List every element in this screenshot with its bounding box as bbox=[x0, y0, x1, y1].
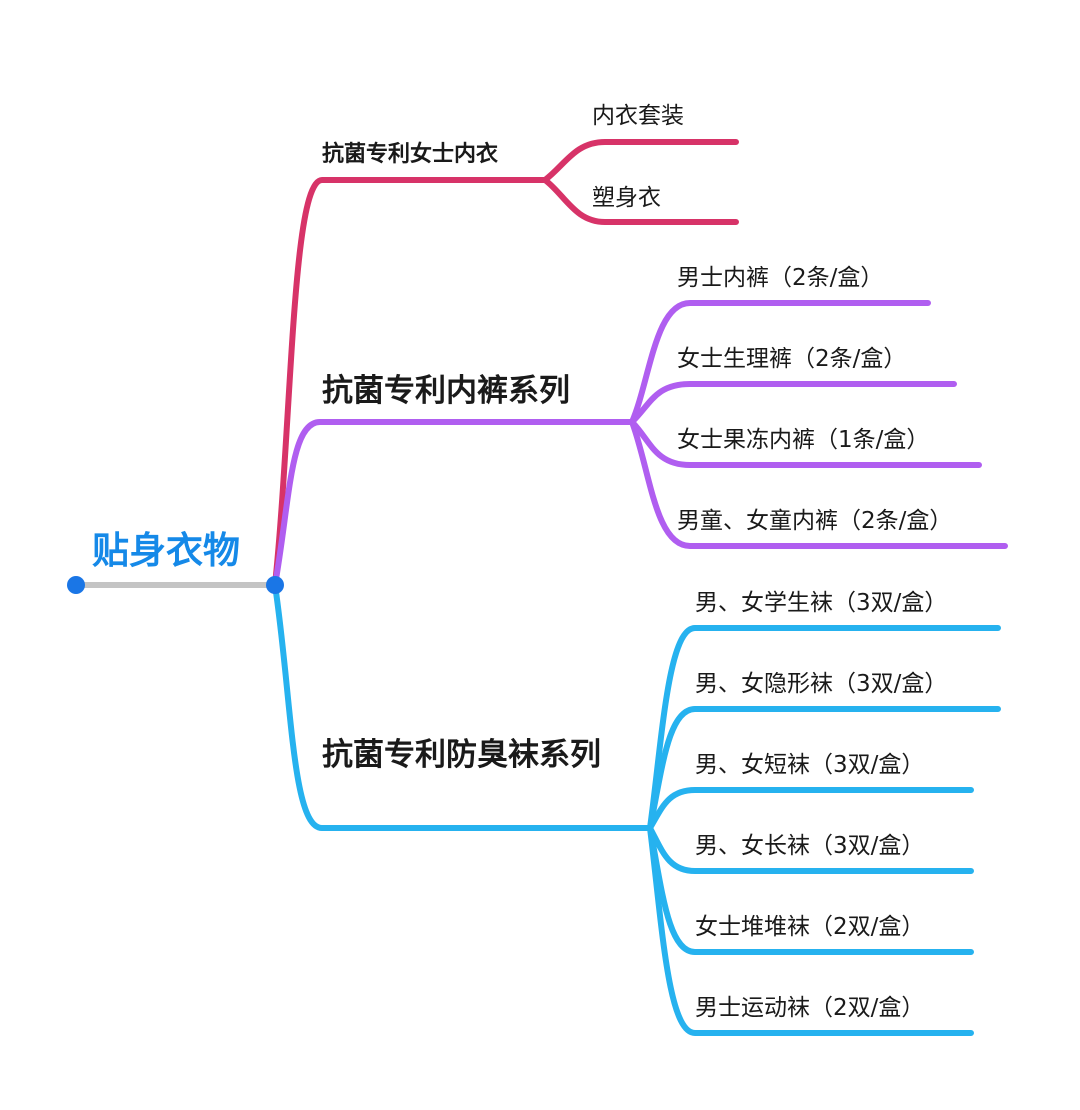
leaf-label-b2-2: 女士生理裤（2条/盒） bbox=[677, 346, 907, 372]
leaf-line-b1-1 bbox=[542, 139, 739, 183]
leaf-label-b3-4: 男、女长袜（3双/盒） bbox=[695, 833, 925, 859]
leaf-line-b3-2 bbox=[647, 706, 1001, 831]
leaf-label-b2-3: 女士果冻内裤（1条/盒） bbox=[677, 427, 930, 453]
root-left-dot bbox=[67, 576, 85, 594]
leaf-label-b3-1: 男、女学生袜（3双/盒） bbox=[695, 590, 948, 616]
leaf-label-b1-2: 塑身衣 bbox=[592, 185, 661, 211]
branch-label-underpants: 抗菌专利内裤系列 bbox=[322, 373, 570, 409]
leaf-label-b2-4: 男童、女童内裤（2条/盒） bbox=[677, 508, 953, 534]
leaf-line-b2-2 bbox=[629, 381, 957, 425]
leaf-label-b3-3: 男、女短袜（3双/盒） bbox=[695, 752, 925, 778]
leaf-line-b3-3 bbox=[647, 787, 974, 831]
branch-label-socks: 抗菌专利防臭袜系列 bbox=[322, 737, 601, 773]
leaf-label-b3-6: 男士运动袜（2双/盒） bbox=[695, 995, 925, 1021]
leaf-label-b3-2: 男、女隐形袜（3双/盒） bbox=[695, 671, 948, 697]
branch-label-women-underwear: 抗菌专利女士内衣 bbox=[322, 142, 499, 167]
branch-line-socks bbox=[272, 582, 653, 831]
leaf-label-b2-1: 男士内裤（2条/盒） bbox=[677, 265, 884, 291]
branch-line-women-underwear bbox=[272, 177, 548, 588]
root-right-dot bbox=[266, 576, 284, 594]
leaf-line-b2-3 bbox=[629, 419, 982, 468]
leaf-line-b3-6 bbox=[647, 825, 974, 1036]
leaf-line-b1-2 bbox=[542, 177, 739, 225]
leaf-line-b2-4 bbox=[629, 419, 1008, 549]
root-node-label: 贴身衣物 bbox=[92, 529, 240, 572]
leaf-line-b3-1 bbox=[647, 625, 1001, 831]
leaf-line-b2-1 bbox=[629, 300, 931, 425]
leaf-label-b1-1: 内衣套装 bbox=[592, 103, 684, 129]
branch-line-underpants bbox=[272, 419, 635, 588]
leaf-label-b3-5: 女士堆堆袜（2双/盒） bbox=[695, 914, 925, 940]
